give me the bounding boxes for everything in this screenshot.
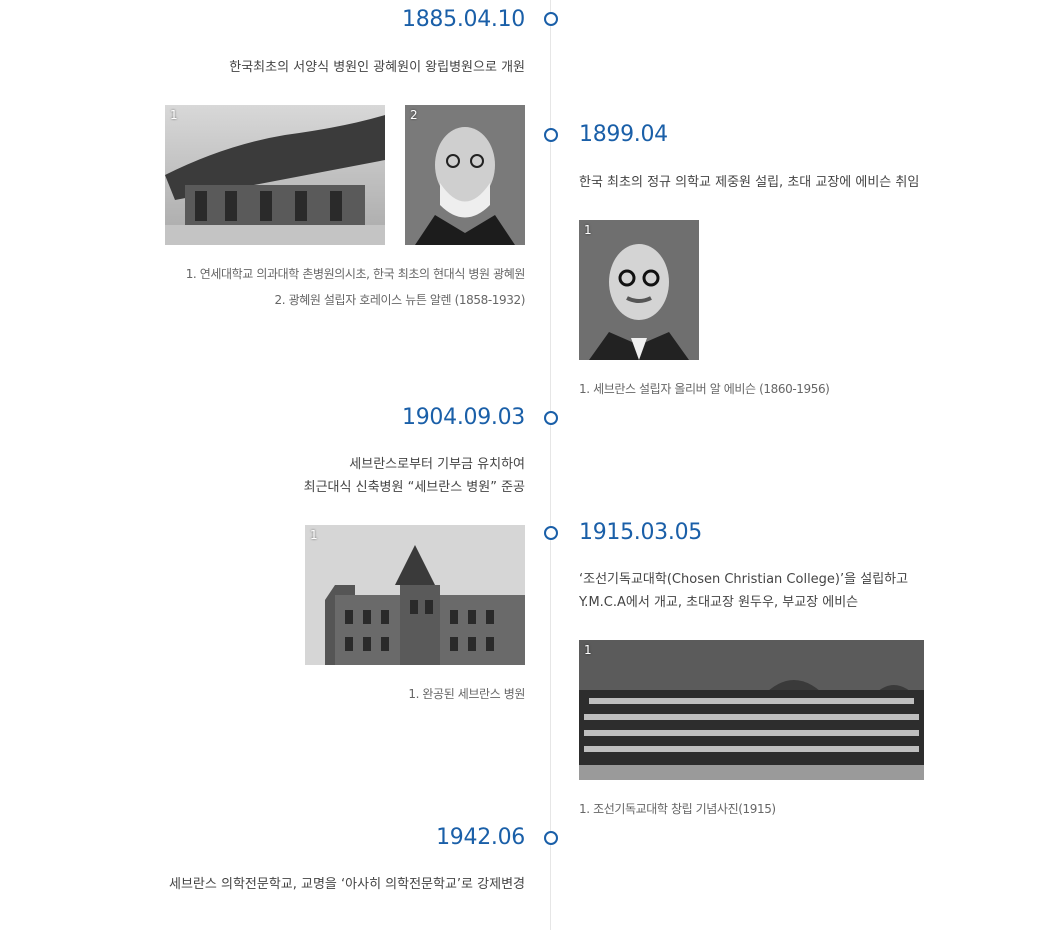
- event-description: 한국 최초의 정규 의학교 제중원 설립, 초대 교장에 에비슨 취임: [579, 175, 920, 190]
- photo-number: 2: [410, 108, 418, 122]
- event-date: 1885.04.10: [402, 7, 525, 32]
- event-date: 1899.04: [579, 122, 668, 147]
- event-date: 1915.03.05: [579, 520, 702, 545]
- timeline-dot: [544, 831, 558, 845]
- event-description: 세브란스 의학전문학교, 교명을 ‘아사히 의학전문학교’로 강제변경: [169, 877, 525, 892]
- event-description: ‘조선기독교대학(Chosen Christian College)’을 설립하…: [579, 572, 909, 587]
- photo-number: 1: [310, 528, 318, 542]
- event-description: 세브란스로부터 기부금 유치하여: [349, 457, 525, 472]
- event-description: Y.M.C.A에서 개교, 초대교장 원두우, 부교장 에비슨: [579, 595, 859, 610]
- timeline-dot: [544, 411, 558, 425]
- event-date: 1942.06: [436, 825, 525, 850]
- severance-hospital-photo: [305, 525, 525, 665]
- portrait-oliver-avison: [579, 220, 699, 360]
- hanok-building-photo: [165, 105, 385, 245]
- photo-caption: 2. 광혜원 설립자 호레이스 뉴튼 알렌 (1858-1932): [274, 293, 526, 307]
- portrait-horace-allen: [405, 105, 525, 245]
- photo-caption: 1. 완공된 세브란스 병원: [408, 687, 525, 701]
- event-date: 1904.09.03: [402, 405, 525, 430]
- group-photo-1915: [579, 640, 924, 780]
- event-photo: 1: [305, 525, 525, 665]
- event-photo: 1: [579, 220, 699, 360]
- event-photo: 2: [405, 105, 525, 245]
- photo-number: 1: [584, 223, 592, 237]
- photo-caption: 1. 조선기독교대학 창립 기념사진(1915): [579, 802, 776, 816]
- event-description: 최근대식 신축병원 “세브란스 병원” 준공: [303, 480, 525, 495]
- photo-caption: 1. 세브란스 설립자 올리버 알 에비슨 (1860-1956): [579, 382, 830, 396]
- photo-caption: 1. 연세대학교 의과대학 촌병원의시초, 한국 최초의 현대식 병원 광혜원: [185, 267, 526, 281]
- timeline-dot: [544, 128, 558, 142]
- photo-number: 1: [584, 643, 592, 657]
- photo-number: 1: [170, 108, 178, 122]
- timeline-axis: [550, 0, 551, 930]
- timeline-dot: [544, 526, 558, 540]
- event-photo: 1: [165, 105, 385, 245]
- timeline-dot: [544, 12, 558, 26]
- event-description: 한국최초의 서양식 병원인 광혜원이 왕립병원으로 개원: [229, 60, 525, 75]
- event-photo: 1: [579, 640, 924, 780]
